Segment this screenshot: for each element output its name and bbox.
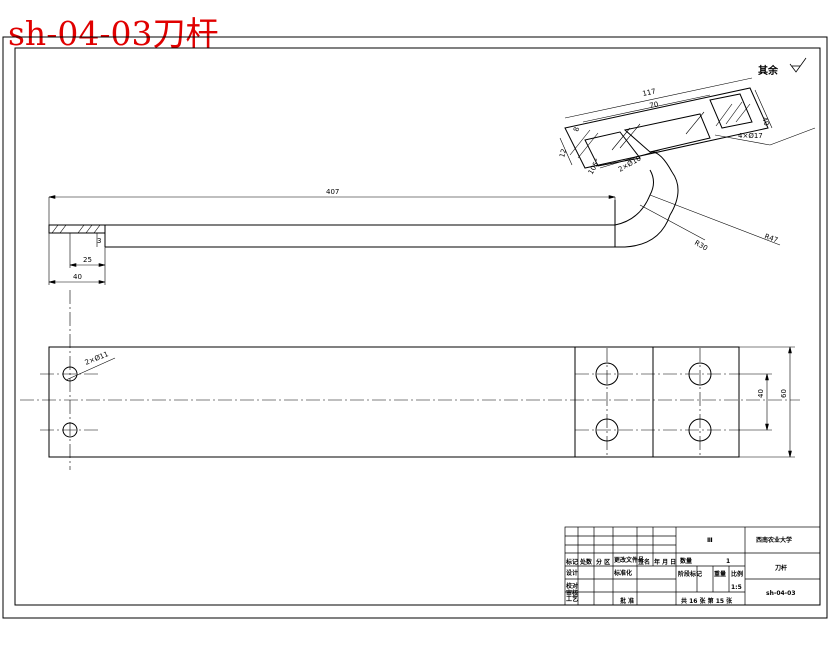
dim-small-8: 8 [572,126,581,132]
top-view [48,346,740,458]
tb-review: 审核 [566,589,578,597]
flange-section [564,87,769,173]
tb-scale: 比例 [731,570,743,578]
dim-radius-30: R30 [693,239,709,253]
dim-flange-117: 117 [642,87,657,98]
hole [688,362,712,386]
dim-width-40: 40 [73,273,82,281]
dim-angle-105: 105° [587,157,602,176]
tb-material: Ⅲ [707,537,713,544]
title-block [564,526,821,606]
tb-change-doc: 更改文件号 [614,556,644,564]
top-view-dimensions [65,346,795,458]
tb-mark: 标记 [565,558,578,566]
surface-finish-label: 其余 [758,64,779,77]
tb-weight: 重量 [714,570,726,578]
front-view [48,169,679,248]
dim-overall-60: 60 [780,389,788,398]
drawing-title: sh-04-03刀杆 [8,14,219,53]
hole [62,366,78,382]
tb-quantity-value: 1 [726,558,730,565]
dim-length-407: 407 [326,188,339,196]
tb-sheets: 共 16 张 第 15 张 [681,597,733,605]
front-view-dimensions [48,77,816,285]
tb-stage-mark: 阶段标记 [678,570,702,578]
dim-radius-47: R47 [763,232,779,244]
tb-standard: 标准化 [613,569,632,577]
tb-approve: 批 准 [620,597,634,605]
tb-drawing-no: sh-04-03 [766,590,796,597]
hole [688,418,712,442]
hole [62,422,78,438]
dim-thickness-3: 3 [97,237,101,245]
dim-depth-12: 12 [558,148,568,159]
tb-school: 西南农业大学 [756,536,792,544]
tb-process: 工艺 [566,595,578,603]
dim-flange-70: 70 [649,100,659,110]
dim-spacing-40: 40 [757,389,765,398]
outer-border [2,36,828,619]
tb-count: 处数 [579,558,593,566]
hole [595,418,619,442]
tb-date: 年 月 日 [654,558,676,566]
dim-height-40: 40 [760,116,771,127]
hole [595,362,619,386]
dim-holes-2x10: 2×Ø10 [617,154,642,173]
tb-sign: 签名 [637,558,650,566]
roughness-symbol-icon [789,57,807,73]
tb-scale-value: 1:5 [731,584,742,591]
tb-check: 校对 [566,582,578,590]
dim-holes-2x11: 2×Ø11 [84,350,110,367]
centerlines [20,290,800,470]
tb-part-name: 刀杆 [775,564,787,572]
tb-quantity-label: 数量 [680,557,692,565]
inner-border [14,47,821,606]
dim-holes-4x17: 4×Ø17 [738,132,763,140]
tb-zone: 分 区 [596,558,610,566]
dim-offset-25: 25 [83,256,92,264]
tb-design: 设计 [566,569,578,577]
